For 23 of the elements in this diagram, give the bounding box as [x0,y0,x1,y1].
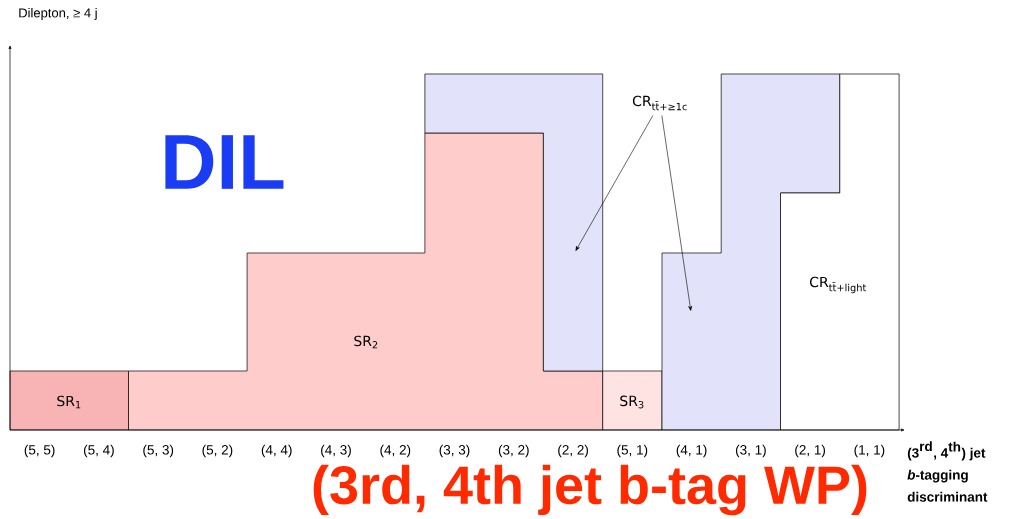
leader-line [575,115,654,251]
tick-label: (5, 4) [84,444,114,458]
tick-label: (4, 2) [380,444,411,458]
leader-line [661,115,692,311]
tick-label: (3, 3) [439,444,470,458]
tick-label: (2, 1) [795,444,825,458]
tick-label: (4, 3) [321,444,351,458]
tick-label: (5, 5) [24,444,55,458]
tick-label: (4, 1) [676,444,707,458]
tick-label: (3, 1) [736,444,766,458]
overlay-title: DIL [165,135,284,189]
axis-title: Dilepton, ≥ 4 j [19,7,97,21]
tick-label: (5, 2) [202,444,233,458]
axis-title: $\begin{array}{@{}l@{}}\textbf{(3}^{\textbf{rd}}\textbf{, 4}^{\textbf{th}}\textbf{) jet}\\[6pt] \textbf{\textit{b}-tagging}\\[6pt] \textbf{discriminant}\end{array}$ [907,441,988,502]
tick-label: (5, 3) [143,444,174,458]
tick-label: (2, 2) [558,444,588,458]
tick-label: (1, 1) [854,444,885,458]
region-shape [424,73,604,372]
tick-label: (5, 1) [617,444,648,458]
tick-label: (3, 2) [498,444,529,458]
region-label: CR$_{tt̄+≥1c}$ [632,95,687,111]
overlay-title: (3rd, 4th jet b-tag WP) [313,464,867,516]
tick-label: (4, 4) [261,444,292,458]
